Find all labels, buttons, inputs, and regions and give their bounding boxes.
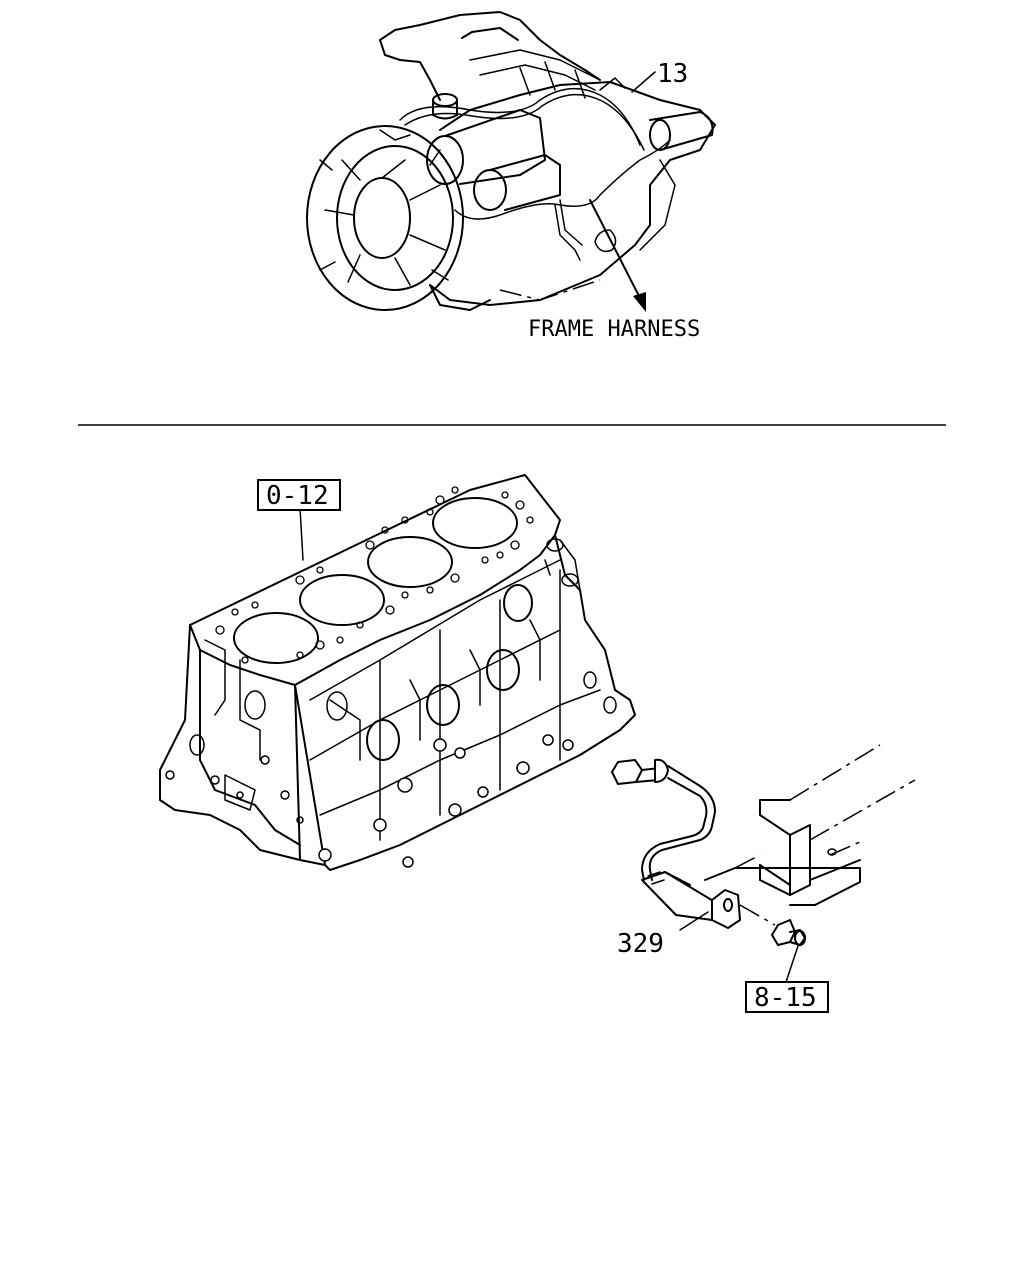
cooling-fan (306, 125, 464, 311)
cylinder-block-top-deck (189, 474, 561, 686)
frame-bracket (704, 744, 916, 986)
engine-wiring-harness (379, 49, 671, 261)
cylinder-block-illustration (159, 474, 636, 871)
reference-label-8-15: 8-15 (754, 983, 817, 1013)
cylinder-bore-3 (367, 536, 453, 588)
mounting-plate (704, 867, 861, 906)
ground-cable-329 (611, 758, 741, 931)
fuel-injection-pump (426, 109, 714, 211)
reference-box-8-15: 8-15 (745, 981, 829, 1013)
frame-harness-label: FRAME HARNESS (528, 317, 700, 342)
cable-upper-terminal (611, 759, 643, 785)
cylinder-bore-1 (233, 612, 319, 664)
part-number-329: 329 (617, 929, 664, 959)
leader-line-329 (679, 911, 709, 931)
deck-bolt-holes (215, 486, 534, 664)
leader-line-0-12 (299, 507, 304, 561)
engine-assembly-illustration (306, 11, 716, 312)
cylinder-block-side-face (324, 534, 636, 871)
mounting-bolt (771, 919, 806, 946)
cable-strand (648, 765, 716, 881)
cylinder-bore-4 (432, 497, 518, 549)
leader-line-13 (631, 71, 656, 93)
part-number-13: 13 (657, 59, 688, 89)
reference-box-0-12: 0-12 (257, 479, 341, 511)
frame-harness-arrow (589, 199, 646, 312)
cylinder-block-front-face (159, 624, 326, 866)
cylinder-bore-2 (299, 574, 385, 626)
leader-line-8-15 (784, 945, 799, 986)
reference-label-0-12: 0-12 (266, 481, 329, 511)
